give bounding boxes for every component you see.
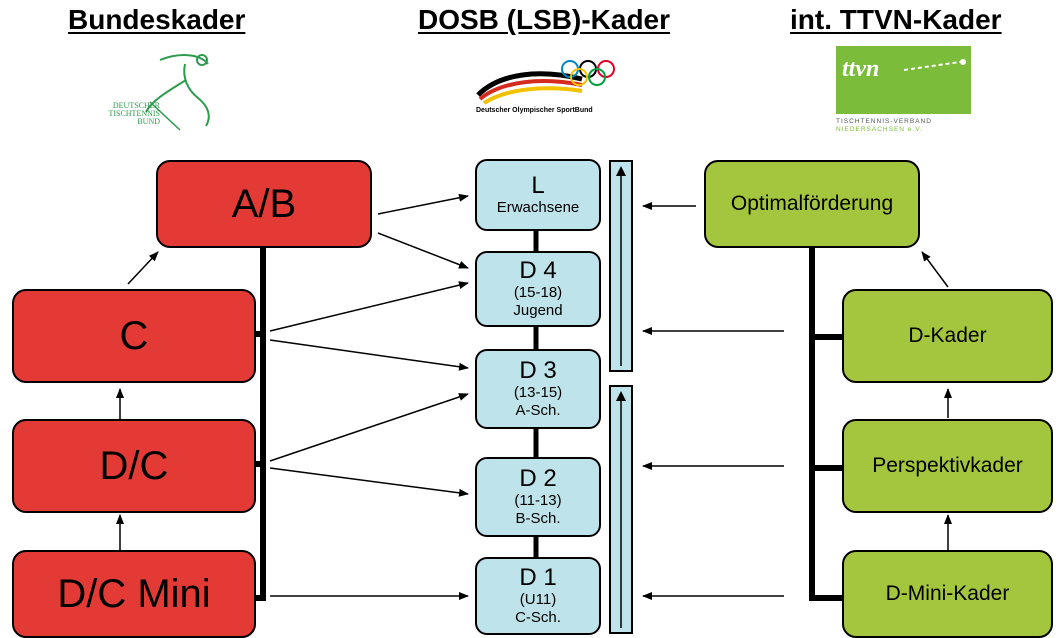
arrow-dc-to-d3	[269, 393, 469, 462]
box-d1-line1: D 1	[519, 564, 557, 591]
box-d1-line3: C-Sch.	[515, 609, 561, 626]
box-l-line2: Erwachsene	[496, 199, 580, 216]
box-optimalfoerderung-label: Optimalförderung	[730, 192, 894, 215]
box-d-mini-kader-label: D-Mini-Kader	[885, 582, 1010, 605]
box-d1-line2: (U11)	[519, 591, 557, 608]
box-perspektivkader-label: Perspektivkader	[872, 454, 1023, 477]
box-dc: D/C	[12, 419, 256, 513]
header-bundeskader: Bundeskader	[68, 4, 246, 35]
box-ab-label: A/B	[231, 181, 297, 226]
dttb-logo-line2: TISCHTENNIS	[108, 109, 160, 118]
box-d3-line3: A-Sch.	[515, 402, 561, 419]
box-optimalfoerderung: Optimalförderung	[704, 160, 920, 248]
ttvn-logo-line1: TISCHTENNIS-VERBAND	[836, 118, 932, 125]
arrow-dc-to-d2	[269, 467, 469, 497]
arrow-c-to-d4	[269, 281, 469, 332]
dosb-logo: Deutscher Olympischer SportBund	[470, 55, 640, 125]
box-d4-line3: Jugend	[513, 302, 563, 319]
box-c-label: C	[119, 313, 149, 358]
box-d-mini-kader: D-Mini-Kader	[842, 550, 1053, 638]
box-d2: D 2 (11-13) B-Sch.	[475, 457, 601, 537]
arrow-c-to-ab	[127, 251, 159, 285]
ttvn-logo-mark: ttvn	[842, 56, 880, 82]
box-d2-line3: B-Sch.	[515, 510, 561, 527]
arrow-c-to-d3	[269, 339, 469, 371]
box-perspektivkader: Perspektivkader	[842, 419, 1053, 513]
box-d1: D 1 (U11) C-Sch.	[475, 557, 601, 635]
progression-bar-lower	[609, 385, 633, 634]
dosb-logo-text: Deutscher Olympischer SportBund	[476, 107, 593, 114]
dttb-logo: DEUTSCHER TISCHTENNIS BUND	[90, 50, 245, 132]
olympic-rings-icon	[476, 60, 615, 105]
ttvn-logo-green-block	[836, 46, 971, 114]
arrow-ab-to-l	[377, 193, 469, 215]
box-dc-label: D/C	[99, 443, 169, 488]
box-d-kader-label: D-Kader	[908, 324, 987, 347]
table-tennis-player-icon	[145, 54, 210, 131]
box-l: L Erwachsene	[475, 159, 601, 231]
box-ab: A/B	[156, 160, 372, 248]
box-d3: D 3 (13-15) A-Sch.	[475, 349, 601, 429]
box-d3-line2: (13-15)	[513, 384, 563, 401]
arrow-dkader-to-optimal	[921, 251, 949, 288]
box-d3-line1: D 3	[519, 357, 557, 384]
up-arrow-icon	[616, 166, 626, 366]
progression-bar-upper	[609, 160, 633, 372]
box-c: C	[12, 289, 256, 383]
header-ttvn-kader: int. TTVN-Kader	[790, 4, 1002, 35]
box-d-kader: D-Kader	[842, 289, 1053, 383]
box-d4-line1: D 4	[519, 257, 557, 284]
box-l-line1: L	[531, 172, 545, 199]
dttb-logo-line3: BUND	[137, 117, 160, 126]
ttvn-dashed-line-icon	[903, 59, 966, 71]
arrow-ab-to-d4	[377, 232, 469, 269]
box-d2-line1: D 2	[519, 465, 557, 492]
up-arrow-icon	[616, 391, 626, 628]
ttvn-logo-line2: NIEDERSACHSEN e.V.	[836, 126, 923, 133]
box-dc-mini-label: D/C Mini	[57, 571, 211, 616]
box-d4-line2: (15-18)	[513, 284, 563, 301]
dttb-logo-line1: DEUTSCHER	[112, 101, 160, 110]
box-d4: D 4 (15-18) Jugend	[475, 251, 601, 327]
header-dosb-kader: DOSB (LSB)-Kader	[418, 4, 671, 35]
box-d2-line2: (11-13)	[514, 492, 562, 509]
ttvn-logo: ttvn TISCHTENNIS-VERBAND NIEDERSACHSEN e…	[836, 46, 971, 138]
box-dc-mini: D/C Mini	[12, 550, 256, 638]
